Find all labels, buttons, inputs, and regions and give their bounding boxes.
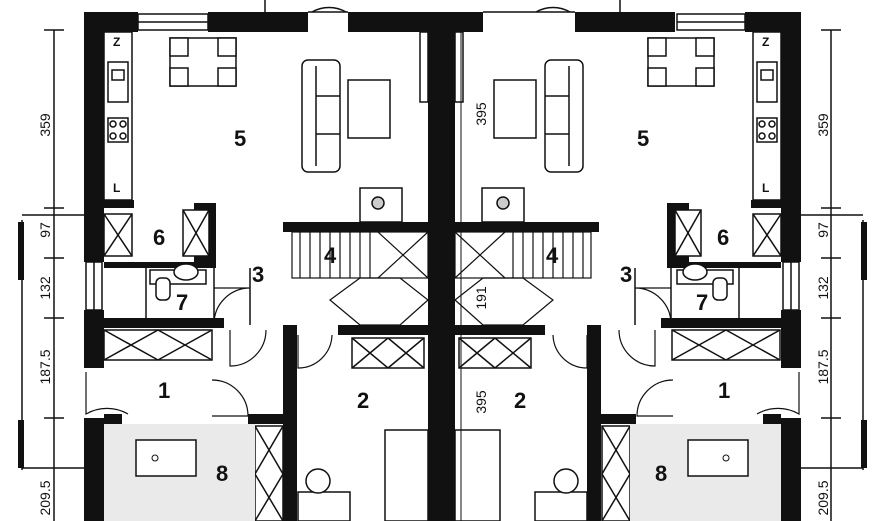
- room-4-right: 4: [546, 243, 559, 268]
- wc-left: [149, 263, 207, 301]
- dim-left-359: 359: [37, 113, 53, 137]
- room-7-left: 7: [176, 290, 188, 315]
- dim-center-395-bottom: 395: [473, 390, 489, 414]
- room-3-right: 3: [620, 262, 632, 287]
- sofa-left: [301, 59, 391, 173]
- windows: [85, 13, 800, 311]
- room-2-left: 2: [357, 388, 369, 413]
- dining-table-right: [647, 37, 715, 87]
- terrace-doors[interactable]: [308, 6, 575, 13]
- dim-center-395-top: 395: [473, 102, 489, 126]
- dim-right-97: 97: [815, 222, 831, 238]
- room-8-right: 8: [655, 461, 667, 486]
- dim-right-132: 132: [815, 276, 831, 300]
- room-4-left: 4: [324, 243, 337, 268]
- room-7-right: 7: [696, 290, 708, 315]
- room-1-left: 1: [158, 378, 170, 403]
- wc-right: [676, 263, 734, 301]
- kitchen-left: [103, 31, 133, 201]
- dim-right-359: 359: [815, 113, 831, 137]
- dining-table-left: [169, 37, 237, 87]
- interior-doors[interactable]: [85, 287, 800, 417]
- dim-left-132: 132: [37, 276, 53, 300]
- dim-left-209-5: 209.5: [37, 480, 53, 515]
- fridge-label-right: Z: [762, 35, 769, 49]
- dishwasher-label-right: L: [762, 181, 769, 195]
- dim-center-191: 191: [473, 286, 489, 310]
- dim-right-187-5: 187.5: [815, 349, 831, 384]
- room-labels-left: 5 6 3 4 7 1 2 8: [153, 126, 369, 486]
- boiler-right: [481, 187, 525, 223]
- fridge-label-left: Z: [113, 35, 120, 49]
- room-6-right: 6: [717, 225, 729, 250]
- dimensions-right: 359 97 132 187.5 209.5: [815, 113, 831, 515]
- wardrobes: [103, 209, 782, 521]
- boiler-left: [359, 187, 403, 223]
- room-1-right: 1: [718, 378, 730, 403]
- sofa-right: [493, 59, 584, 173]
- dimensions-center: 395 191 395: [460, 32, 489, 521]
- dim-right-209-5: 209.5: [815, 480, 831, 515]
- kitchen-right: [752, 31, 782, 201]
- exterior-stubs: [18, 222, 867, 468]
- room-3-left: 3: [252, 262, 264, 287]
- room-5-right: 5: [637, 126, 649, 151]
- dim-left-97: 97: [37, 222, 53, 238]
- dimensions-left: 359 97 132 187.5 209.5: [37, 113, 53, 515]
- room-8-left: 8: [216, 461, 228, 486]
- room-2-right: 2: [514, 388, 526, 413]
- room-6-left: 6: [153, 225, 165, 250]
- stairs-left: [291, 231, 429, 326]
- room8-left: [104, 424, 255, 521]
- desks-room2: [297, 429, 588, 521]
- room8-right: [630, 424, 781, 521]
- room-labels-right: 5 6 3 4 7 1 2 8: [514, 126, 730, 486]
- partitions: [21, 0, 864, 521]
- stairs-right: [454, 231, 592, 326]
- dim-left-187-5: 187.5: [37, 349, 53, 384]
- room-5-left: 5: [234, 126, 246, 151]
- dishwasher-label-left: L: [113, 181, 120, 195]
